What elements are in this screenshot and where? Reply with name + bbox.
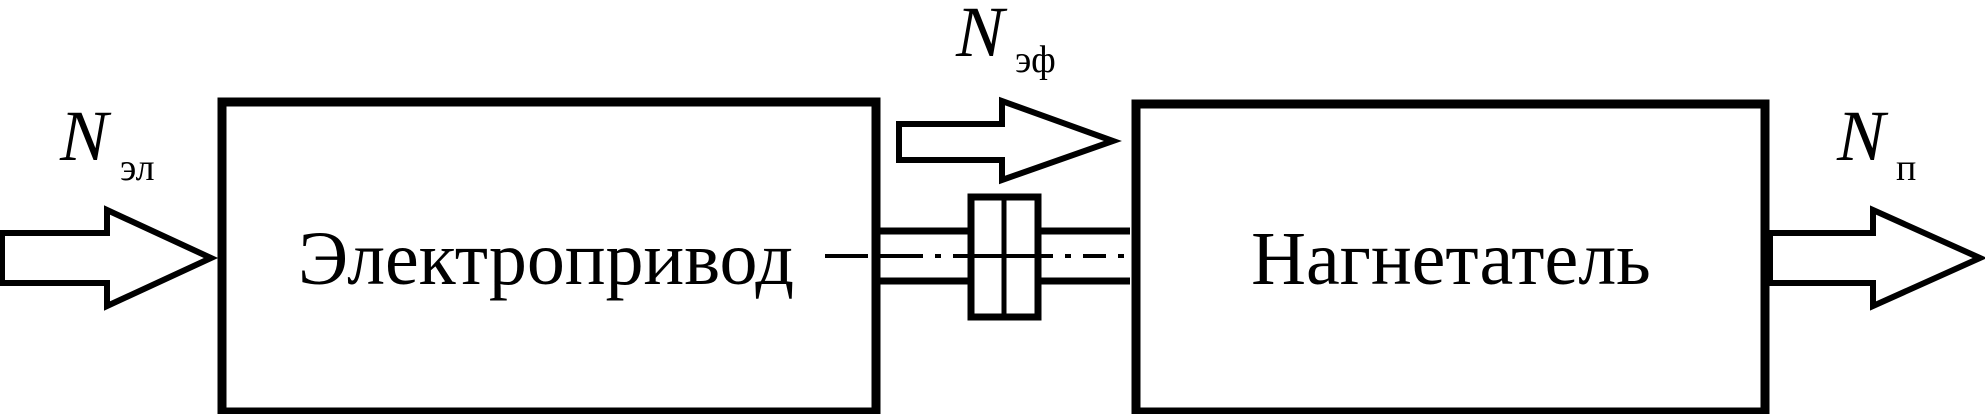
input-power-arrow: [0, 205, 219, 311]
shaft: [876, 227, 1130, 285]
motor-label: Электропривод: [298, 217, 794, 301]
output-power-arrow: [1767, 205, 1985, 311]
shaft-power-subscript: эф: [1015, 39, 1056, 81]
input-power-subscript: эл: [120, 147, 155, 189]
effective-power-arrow: [896, 96, 1122, 185]
output-power-subscript: п: [1896, 147, 1916, 189]
blower-label: Нагнетатель: [1251, 217, 1651, 301]
motor-block: [217, 97, 881, 414]
shaft-power-symbol: N: [955, 0, 1008, 72]
blower-block: [1131, 99, 1770, 414]
output-power-symbol: N: [1836, 96, 1889, 176]
shaft-coupling: [967, 193, 1042, 321]
input-power-symbol: N: [59, 96, 112, 176]
